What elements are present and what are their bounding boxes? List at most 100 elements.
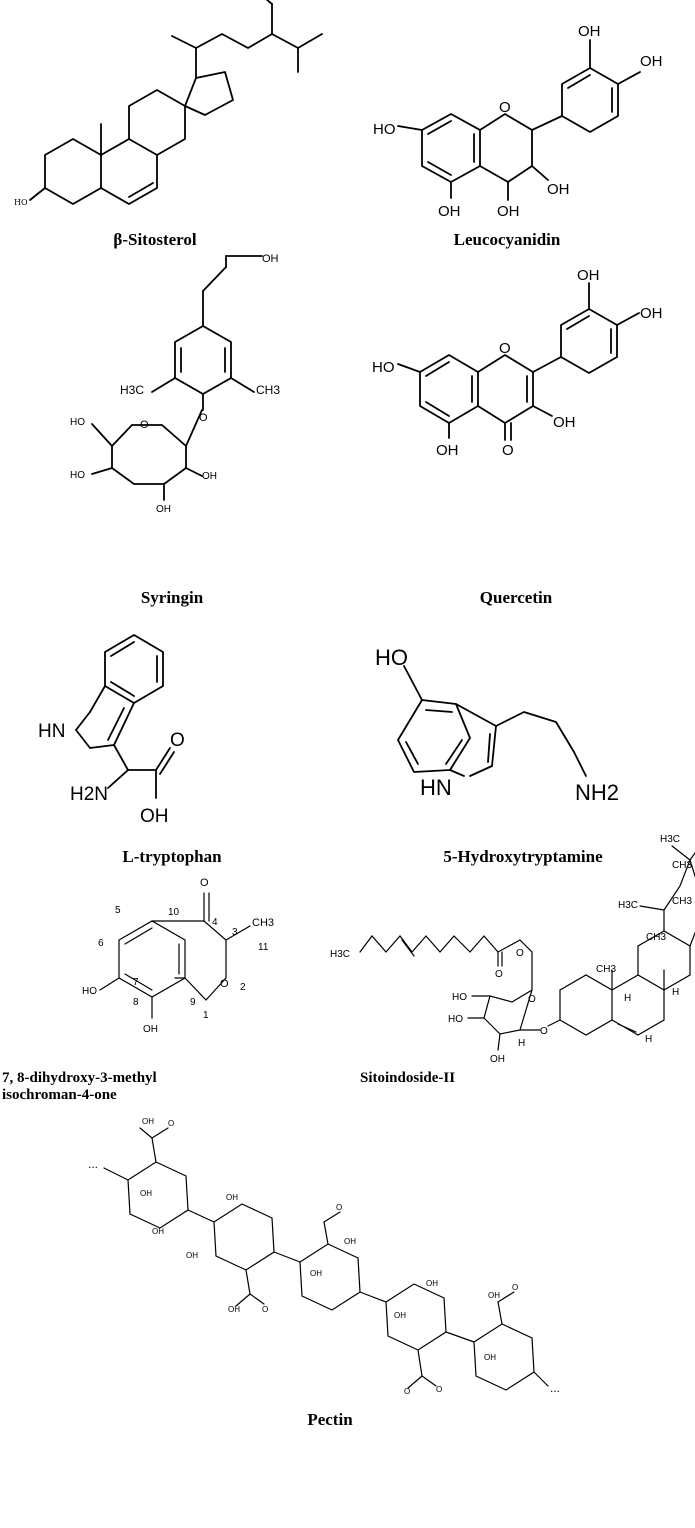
atom-label: O <box>262 1305 268 1314</box>
atom-label: OH <box>484 1353 496 1362</box>
atom-label: OH <box>394 1311 406 1320</box>
atom-label: O <box>336 1203 342 1212</box>
atom-label: OH <box>640 305 663 322</box>
atom-label: O <box>512 1283 518 1292</box>
atom-label: HN <box>420 775 452 800</box>
atom-label: OH <box>142 1117 154 1126</box>
atom-label: H2N <box>70 784 108 805</box>
atom-label: O <box>495 969 503 980</box>
atom-label: O <box>436 1385 442 1394</box>
atom-label: OH <box>553 414 576 431</box>
locant: 2 <box>240 982 246 993</box>
atom-label: HO <box>373 121 396 138</box>
compound-label: 5-Hydroxytryptamine <box>443 847 603 866</box>
atom-label: O <box>502 442 514 459</box>
atom-label: CH3 <box>672 896 692 907</box>
5-hydroxytryptamine-structure: HO HN NH2 5-Hydroxytryptamine <box>375 645 619 866</box>
atom-label: HO <box>448 1014 463 1025</box>
pectin-structure: ... OH O OH OH OH OH OH O OH O OH OH OH … <box>88 1117 560 1429</box>
atom-label: O <box>499 99 511 116</box>
atom-label: OH <box>436 442 459 459</box>
atom-label: HO <box>452 992 467 1003</box>
atom-label: H3C <box>660 834 680 845</box>
locant: 7 <box>133 977 139 988</box>
isochromanone-structure: O CH3 O HO OH 1 2 3 4 5 6 7 8 9 10 11 7,… <box>2 877 274 1103</box>
atom-label: O <box>140 419 149 431</box>
locant: 6 <box>98 938 104 949</box>
beta-sitosterol-structure: HO β-Sitosterol <box>14 0 323 249</box>
atom-label: OH <box>547 181 570 198</box>
atom-label: OH <box>577 267 600 284</box>
locant: 10 <box>168 907 180 918</box>
compound-label: Syringin <box>141 588 204 607</box>
atom-label: OH <box>202 471 217 482</box>
atom-label: H <box>645 1034 652 1045</box>
atom-label: OH <box>490 1054 505 1065</box>
compound-label-line2: isochroman-4-one <box>2 1087 117 1103</box>
atom-label: H <box>624 993 631 1004</box>
locant: 4 <box>212 917 218 928</box>
atom-label: OH <box>310 1269 322 1278</box>
atom-label: HO <box>82 986 97 997</box>
locant: 5 <box>115 905 121 916</box>
atom-label: OH <box>640 53 663 70</box>
syringin-structure: OH H3C CH3 O O HO HO OH OH Syringin <box>70 253 280 607</box>
atom-label: OH <box>262 253 279 265</box>
compound-label: Leucocyanidin <box>454 230 561 249</box>
atom-label: CH3 <box>252 917 274 929</box>
atom-label: H3C <box>618 900 638 911</box>
atom-label: O <box>168 1119 174 1128</box>
locant: 3 <box>232 927 238 938</box>
locant: 9 <box>190 997 196 1008</box>
atom-label: HO <box>14 198 28 207</box>
atom-label: H3C <box>120 383 144 397</box>
atom-label: O <box>528 994 536 1005</box>
atom-label: O <box>516 948 524 959</box>
atom-label: OH <box>140 806 169 827</box>
locant: 11 <box>258 942 269 953</box>
atom-label: OH <box>344 1237 356 1246</box>
locant: 1 <box>203 1010 209 1021</box>
compound-label: Quercetin <box>480 588 553 607</box>
atom-label: OH <box>156 504 171 515</box>
atom-label: O <box>170 730 185 751</box>
atom-label: O <box>499 340 511 357</box>
atom-label: OH <box>228 1305 240 1314</box>
atom-label: HO <box>372 359 395 376</box>
quercetin-structure: HO O OH OH OH O OH Quercetin <box>372 267 663 607</box>
sitoindoside-ii-structure: H3C O O O HO HO OH H O CH3 CH3 H H H H3C… <box>330 834 695 1086</box>
atom-label: OH <box>426 1279 438 1288</box>
leucocyanidin-structure: HO O OH OH OH OH OH Leucocyanidin <box>373 23 663 249</box>
compound-label: Pectin <box>307 1410 353 1429</box>
atom-label: OH <box>488 1291 500 1300</box>
atom-label: O <box>540 1026 548 1037</box>
atom-label: OH <box>140 1189 152 1198</box>
atom-label: H <box>518 1038 525 1049</box>
atom-label: ... <box>88 1157 98 1171</box>
locant: 8 <box>133 997 139 1008</box>
atom-label: OH <box>497 203 520 220</box>
atom-label: HN <box>38 721 65 742</box>
atom-label: OH <box>152 1227 164 1236</box>
atom-label: H3C <box>330 949 350 960</box>
atom-label: ... <box>550 1381 560 1395</box>
atom-label: HO <box>375 645 408 670</box>
compound-label: 7, 8-dihydroxy-3-methyl <box>2 1070 157 1086</box>
compound-label: L-tryptophan <box>122 847 222 866</box>
atom-label: CH3 <box>596 964 616 975</box>
atom-label: OH <box>578 23 601 40</box>
atom-label: HO <box>70 417 85 428</box>
atom-label: OH <box>438 203 461 220</box>
atom-label: H <box>672 987 679 998</box>
atom-label: O <box>199 412 208 424</box>
compound-label: Sitoindoside-II <box>360 1070 455 1086</box>
atom-label: OH <box>186 1251 198 1260</box>
compound-label: β-Sitosterol <box>113 230 197 249</box>
atom-label: O <box>220 978 229 990</box>
atom-label: CH3 <box>672 860 692 871</box>
atom-label: CH3 <box>256 383 280 397</box>
atom-label: O <box>200 877 209 889</box>
atom-label: O <box>404 1387 410 1396</box>
atom-label: CH3 <box>646 932 666 943</box>
